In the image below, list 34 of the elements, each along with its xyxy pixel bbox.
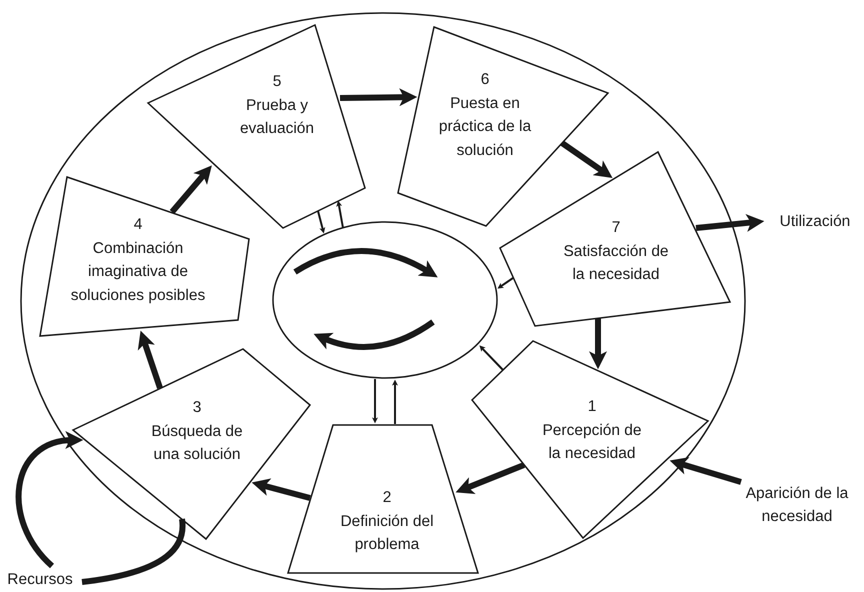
outside-label: Aparición de la necesidad: [733, 482, 861, 528]
step-label: Combinación imaginativa de soluciones posibles: [70, 238, 206, 306]
arrow: [479, 345, 504, 371]
step-number: 7: [612, 218, 620, 238]
arrow: [456, 462, 526, 494]
step-label: Definición del problema: [339, 512, 435, 555]
step-label: Satisfacción de la necesidad: [562, 242, 670, 285]
arrow: [392, 380, 398, 424]
outside-label: Utilización: [768, 210, 862, 233]
arrow: [372, 379, 378, 424]
outside-label: Recursos: [0, 568, 80, 591]
arrow: [252, 478, 311, 501]
arrow: [589, 318, 607, 370]
step-number: 6: [480, 70, 490, 90]
arrow: [170, 165, 212, 214]
step-number: 5: [272, 72, 282, 92]
step-label: Prueba y evaluación: [238, 96, 316, 139]
step-label: Puesta en práctica de la solución: [438, 94, 532, 160]
connector-line: [82, 518, 186, 585]
step-number: 2: [382, 488, 392, 508]
step-number: 3: [192, 398, 202, 418]
arrow: [497, 277, 514, 289]
arrow: [138, 330, 163, 389]
arrow: [340, 88, 418, 106]
step-number: 1: [588, 397, 596, 417]
arrow: [317, 210, 326, 234]
step-number: 4: [134, 215, 142, 235]
step-label: Percepción de la necesidad: [541, 420, 643, 464]
arrow: [696, 214, 764, 232]
step-label: Búsqueda de una solución: [150, 422, 244, 465]
arrow: [16, 432, 84, 568]
arrow: [336, 200, 344, 228]
arrow: [670, 457, 742, 485]
arrow: [560, 140, 613, 178]
